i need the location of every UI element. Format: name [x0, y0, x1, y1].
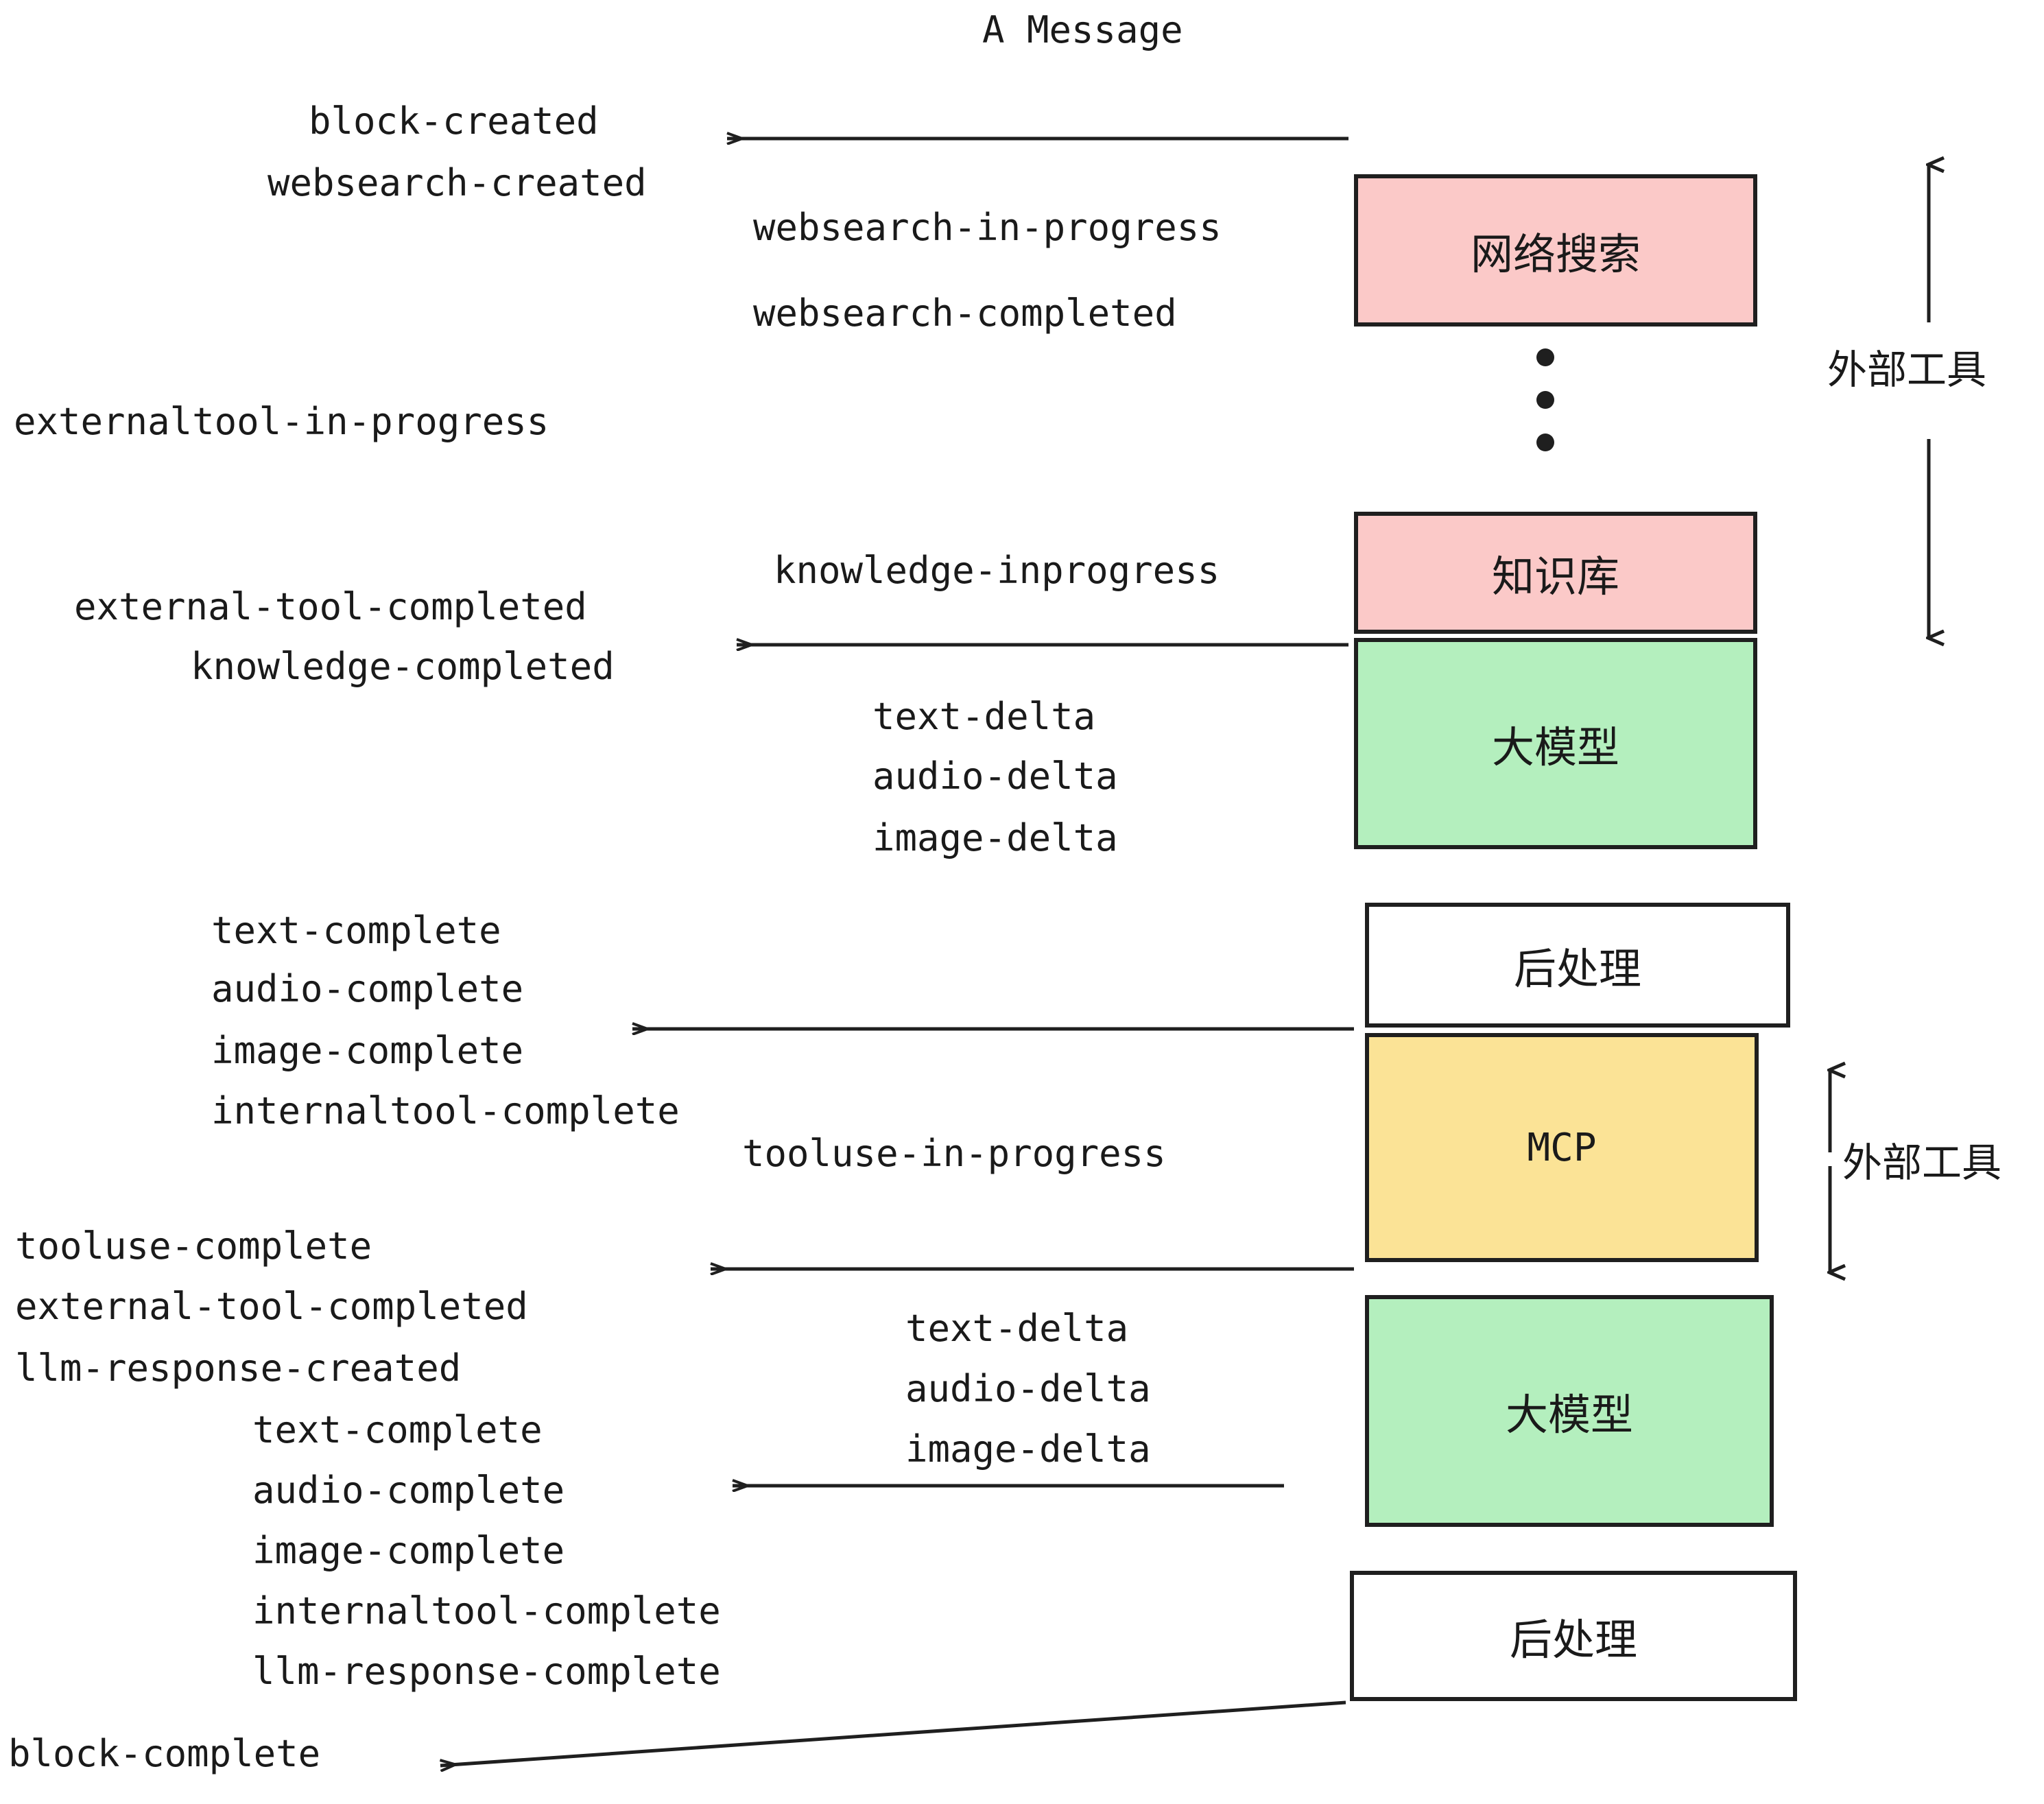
event-text-complete-1: text-complete	[211, 909, 501, 952]
node-llm-bottom-label: 大模型	[1505, 1390, 1633, 1440]
node-llm-top[interactable]: 大模型	[1354, 638, 1757, 849]
event-image-delta-1: image-delta	[872, 816, 1118, 859]
event-image-delta-2: image-delta	[905, 1427, 1151, 1471]
ellipsis-dot	[1536, 434, 1554, 451]
node-llm-bottom[interactable]: 大模型	[1365, 1295, 1774, 1527]
annotation-external-tools-top: 外部工具	[1827, 346, 1987, 393]
node-postprocess-top[interactable]: 后处理	[1365, 903, 1790, 1028]
node-knowledge[interactable]: 知识库	[1354, 512, 1757, 634]
ellipsis-dot	[1536, 391, 1554, 409]
event-block-complete: block-complete	[8, 1732, 321, 1775]
event-image-complete-1: image-complete	[211, 1029, 524, 1072]
event-websearch-created: websearch-created	[268, 161, 647, 204]
arrow-block-complete	[440, 1700, 1346, 1766]
node-websearch-label: 网络搜索	[1470, 229, 1641, 279]
node-mcp-label: MCP	[1527, 1125, 1597, 1170]
node-llm-top-label: 大模型	[1491, 722, 1619, 772]
node-postprocess-bottom[interactable]: 后处理	[1350, 1571, 1797, 1701]
event-audio-delta-2: audio-delta	[905, 1367, 1151, 1410]
event-audio-delta-1: audio-delta	[872, 755, 1118, 798]
event-external-tool-completed-1: external-tool-completed	[74, 585, 587, 628]
event-knowledge-inprogress: knowledge-inprogress	[774, 549, 1220, 592]
node-mcp[interactable]: MCP	[1365, 1033, 1759, 1262]
event-text-delta-1: text-delta	[872, 695, 1096, 738]
event-externaltool-in-progress: externaltool-in-progress	[14, 400, 549, 443]
event-image-complete-2: image-complete	[252, 1529, 565, 1572]
event-tooluse-complete: tooluse-complete	[15, 1224, 372, 1268]
event-audio-complete-1: audio-complete	[211, 967, 524, 1010]
event-block-created: block-created	[309, 99, 599, 143]
vertical-ellipsis-icon	[1536, 348, 1554, 451]
event-websearch-completed: websearch-completed	[753, 292, 1177, 335]
event-text-delta-2: text-delta	[905, 1307, 1129, 1350]
event-llm-response-complete: llm-response-complete	[252, 1650, 721, 1693]
event-internaltool-complete-1: internaltool-complete	[211, 1089, 680, 1132]
event-audio-complete-2: audio-complete	[252, 1469, 565, 1512]
event-external-tool-completed-2: external-tool-completed	[15, 1285, 528, 1328]
event-knowledge-completed: knowledge-completed	[191, 645, 615, 688]
event-text-complete-2: text-complete	[252, 1408, 543, 1451]
event-internaltool-complete-2: internaltool-complete	[252, 1589, 721, 1633]
diagram-title: A Message	[982, 8, 1183, 51]
event-tooluse-in-progress: tooluse-in-progress	[742, 1132, 1166, 1175]
ellipsis-dot	[1536, 348, 1554, 366]
node-websearch[interactable]: 网络搜索	[1354, 174, 1757, 327]
event-llm-response-created: llm-response-created	[15, 1346, 462, 1390]
node-postprocess-top-label: 后处理	[1513, 944, 1641, 994]
node-postprocess-bottom-label: 后处理	[1509, 1615, 1637, 1665]
event-websearch-in-progress: websearch-in-progress	[753, 206, 1222, 249]
node-knowledge-label: 知识库	[1491, 551, 1619, 602]
annotation-external-tools-bottom: 外部工具	[1842, 1139, 2002, 1186]
